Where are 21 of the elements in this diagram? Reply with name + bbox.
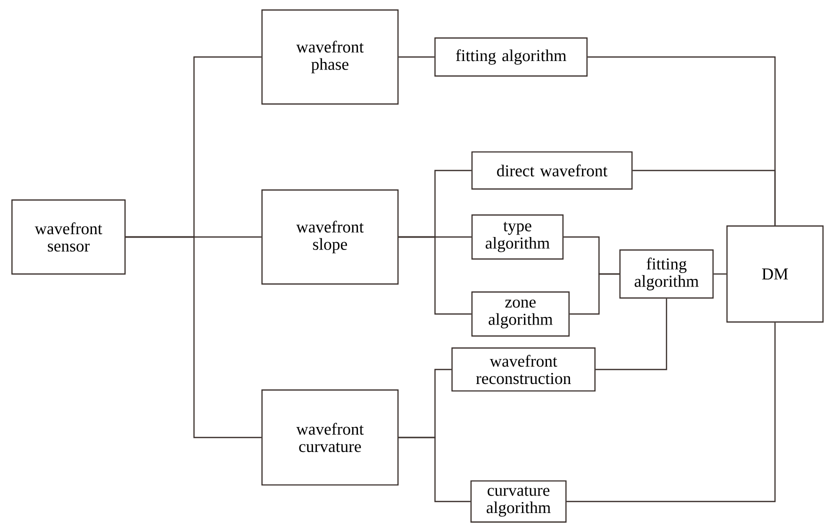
process-box: wavefront sensor [11, 199, 126, 275]
connector-line [398, 236, 472, 315]
process-box: wavefront reconstruction [451, 347, 596, 392]
device-box: DM [726, 225, 824, 323]
connector-line [126, 236, 262, 438]
process-box: direct wavefront [471, 151, 633, 190]
connector-line [632, 170, 776, 226]
connector-line [566, 322, 776, 502]
process-box: curvature algorithm [470, 480, 567, 523]
connector-line [714, 273, 726, 275]
process-box: wavefront phase [261, 9, 399, 105]
process-box: wavefront slope [261, 189, 399, 285]
process-box: fitting algorithm [434, 37, 588, 77]
connector-line [398, 436, 470, 502]
connector-line [596, 298, 668, 370]
process-box: zone algorithm [471, 291, 570, 337]
process-box: fitting algorithm [619, 249, 714, 299]
process-box: wavefront curvature [261, 389, 399, 486]
process-box: type algorithm [471, 214, 564, 260]
connector-line [570, 273, 620, 315]
connector-line [398, 56, 434, 58]
